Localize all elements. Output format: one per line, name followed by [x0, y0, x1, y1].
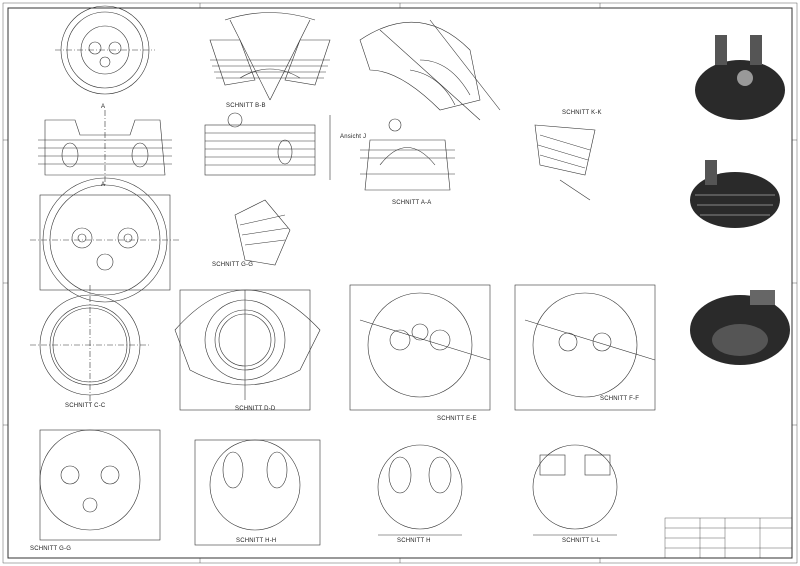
view-label-j: Ansicht J [340, 134, 367, 140]
view-label-ll: SCHNITT L-L [562, 538, 601, 544]
title-block [664, 517, 793, 559]
view-schnitt-ll [532, 444, 618, 536]
view-label-ff: SCHNITT F-F [600, 396, 640, 402]
section-letter-a-top: A [101, 104, 106, 110]
view-schnitt-ff [514, 284, 656, 411]
view-front [38, 110, 172, 185]
render-3d [690, 35, 790, 365]
view-schnitt-hh [194, 439, 321, 546]
view-label-dd: SCHNITT D-D [235, 406, 276, 412]
view-label-hh: SCHNITT H-H [236, 538, 277, 544]
view-schnitt-kk [534, 124, 596, 201]
view-schnitt-h [377, 444, 463, 536]
view-schnitt-cc [30, 285, 150, 405]
section-letter-a-bottom: A [101, 182, 106, 188]
zone-ticks [3, 3, 797, 563]
view-label-kk: SCHNITT K-K [562, 110, 602, 116]
render-bottom [690, 290, 790, 365]
view-label-cc: SCHNITT C-C [65, 403, 106, 409]
sheet-border [7, 7, 793, 559]
view-top-left [55, 5, 155, 95]
view-oblique [359, 19, 501, 121]
view-side [204, 112, 331, 180]
view-schnitt-gg-mid [234, 199, 291, 266]
view-schnitt-ee [349, 284, 491, 411]
view-schnitt-aa [360, 118, 455, 191]
view-schnitt-dd [174, 289, 321, 411]
view-top [30, 177, 180, 303]
view-label-bb: SCHNITT B-B [226, 103, 266, 109]
view-label-gg: SCHNITT G-G [30, 546, 72, 552]
view-label-gg-mid: SCHNITT G-G [212, 262, 254, 268]
view-label-ee: SCHNITT E-E [437, 416, 477, 422]
view-label-h: SCHNITT H [397, 538, 431, 544]
view-schnitt-bb [209, 12, 331, 101]
render-top [695, 35, 785, 120]
render-mid [690, 160, 780, 228]
view-schnitt-gg [39, 429, 161, 541]
view-label-aa: SCHNITT A-A [392, 200, 432, 206]
